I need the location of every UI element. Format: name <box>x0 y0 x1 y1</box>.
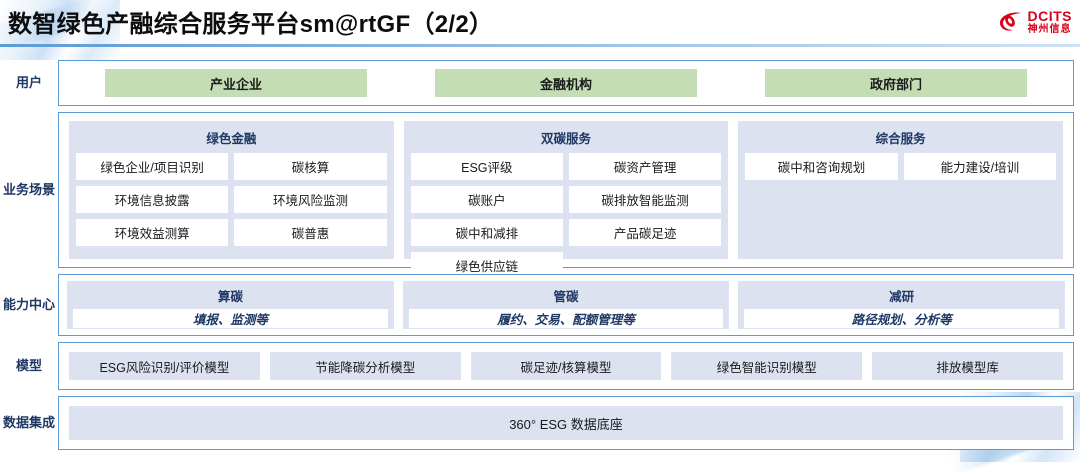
row-capability-center: 能力中心 算碳 填报、监测等 管碳 履约、交易、配额管理等 减研 路径规划、分析… <box>0 274 1074 336</box>
header-divider <box>0 44 1080 47</box>
user-chip-government[interactable]: 政府部门 <box>765 69 1027 97</box>
capability-subtitle: 履约、交易、配额管理等 <box>408 309 724 328</box>
row-label-capability-center: 能力中心 <box>2 296 55 312</box>
scenario-item[interactable]: 碳普惠 <box>234 219 387 246</box>
user-cell: 产业企业 <box>71 69 401 97</box>
logo-text-cn: 神州信息 <box>1027 24 1072 35</box>
user-cell: 金融机构 <box>401 69 731 97</box>
scenario-item[interactable]: 碳中和减排 <box>410 219 563 246</box>
panel-dual-carbon-service: 双碳服务 ESG评级 碳资产管理 碳账户 碳排放智能监测 碳中和减排 产品碳足迹… <box>403 121 729 279</box>
row-body-model: ESG风险识别/评价模型 节能降碳分析模型 碳足迹/核算模型 绿色智能识别模型 … <box>58 342 1074 390</box>
user-chip-industry[interactable]: 产业企业 <box>105 69 367 97</box>
panel-title-green-finance: 绿色金融 <box>206 132 257 146</box>
panel-green-finance: 绿色金融 绿色企业/项目识别 碳核算 环境信息披露 环境风险监测 环境效益测算 … <box>69 121 394 259</box>
page-header: 数智绿色产融综合服务平台sm@rtGF（2/2） DCITS 神州信息 <box>0 0 1080 47</box>
panel-title-integrated-service: 综合服务 <box>875 132 926 146</box>
scenario-item[interactable]: 碳核算 <box>234 153 387 180</box>
scenario-item[interactable]: 能力建设/培训 <box>903 153 1056 180</box>
model-chip[interactable]: ESG风险识别/评价模型 <box>69 352 260 380</box>
brand-logo: DCITS 神州信息 <box>998 6 1073 38</box>
scenario-item[interactable]: 环境信息披露 <box>76 186 229 213</box>
row-label-business-scenario: 业务场景 <box>2 181 55 197</box>
capability-title: 算碳 <box>217 290 243 304</box>
scenario-item[interactable]: 产品碳足迹 <box>569 219 722 246</box>
row-label-data-integration: 数据集成 <box>2 414 55 430</box>
scenario-item[interactable]: 环境效益测算 <box>76 219 229 246</box>
dcits-swirl-icon <box>999 12 1021 31</box>
row-business-scenario: 业务场景 绿色金融 绿色企业/项目识别 碳核算 环境信息披露 环境风险监测 环境… <box>0 112 1074 279</box>
scenario-item[interactable]: 碳账户 <box>410 186 563 213</box>
capability-panel-carbon-management[interactable]: 管碳 履约、交易、配额管理等 <box>402 281 730 329</box>
scenario-item[interactable]: 环境风险监测 <box>234 186 387 213</box>
row-user: 用户 产业企业 金融机构 政府部门 <box>0 60 1074 106</box>
scenario-item[interactable]: 碳排放智能监测 <box>569 186 722 213</box>
model-chip[interactable]: 节能降碳分析模型 <box>269 352 461 380</box>
model-chip[interactable]: 绿色智能识别模型 <box>671 352 863 380</box>
row-body-capability-center: 算碳 填报、监测等 管碳 履约、交易、配额管理等 减研 路径规划、分析等 <box>58 274 1074 336</box>
capability-panel-carbon-accounting[interactable]: 算碳 填报、监测等 <box>67 281 394 329</box>
row-label-user: 用户 <box>15 74 42 90</box>
capability-subtitle: 路径规划、分析等 <box>744 309 1060 328</box>
scenario-item[interactable]: 绿色企业/项目识别 <box>76 153 229 180</box>
row-label-model: 模型 <box>15 357 42 373</box>
user-cell: 政府部门 <box>731 69 1061 97</box>
scenario-item[interactable]: 碳资产管理 <box>569 153 722 180</box>
row-body-user: 产业企业 金融机构 政府部门 <box>58 60 1074 106</box>
data-chip-esg-base[interactable]: 360° ESG 数据底座 <box>69 406 1063 440</box>
capability-title: 减研 <box>889 290 915 304</box>
row-body-business-scenario: 绿色金融 绿色企业/项目识别 碳核算 环境信息披露 环境风险监测 环境效益测算 … <box>58 112 1074 279</box>
scenario-item[interactable]: 碳中和咨询规划 <box>745 153 898 180</box>
row-model: 模型 ESG风险识别/评价模型 节能降碳分析模型 碳足迹/核算模型 绿色智能识别… <box>0 342 1074 390</box>
row-data-integration: 数据集成 360° ESG 数据底座 <box>0 396 1074 450</box>
page-title: 数智绿色产融综合服务平台sm@rtGF（2/2） <box>8 11 494 38</box>
capability-panel-reduction-research[interactable]: 减研 路径规划、分析等 <box>738 281 1066 329</box>
model-chip[interactable]: 碳足迹/核算模型 <box>470 352 662 380</box>
user-chip-financial[interactable]: 金融机构 <box>435 69 697 97</box>
capability-subtitle: 填报、监测等 <box>73 309 388 328</box>
model-chip[interactable]: 排放模型库 <box>872 352 1063 380</box>
panel-title-dual-carbon-service: 双碳服务 <box>541 132 592 146</box>
panel-integrated-service: 综合服务 碳中和咨询规划 能力建设/培训 <box>738 121 1064 259</box>
logo-text-en: DCITS <box>1027 8 1072 24</box>
architecture-diagram: 用户 产业企业 金融机构 政府部门 业务场景 绿色金融 <box>0 52 1080 460</box>
row-body-data-integration: 360° ESG 数据底座 <box>58 396 1074 450</box>
capability-title: 管碳 <box>553 290 579 304</box>
scenario-item[interactable]: ESG评级 <box>410 153 563 180</box>
